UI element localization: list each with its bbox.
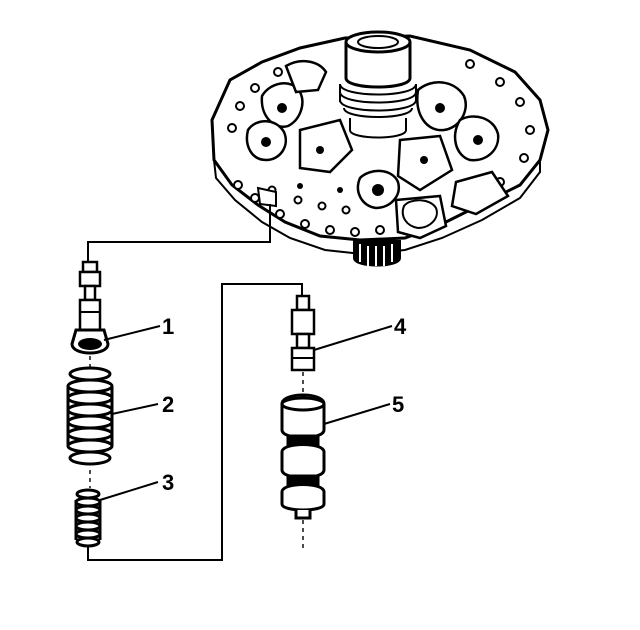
lead-lines	[87, 204, 303, 561]
callout-1: 1	[162, 314, 174, 339]
part-1-valve	[70, 260, 110, 355]
part-2-spring	[66, 366, 114, 466]
flange-holes	[227, 59, 535, 237]
callout-leaders	[99, 325, 393, 501]
left-bracket-line	[87, 204, 271, 262]
callout-2: 2	[162, 392, 174, 417]
part-5-valve	[280, 393, 326, 520]
callout-3: 3	[162, 470, 174, 495]
pump-drive-hub	[353, 240, 401, 267]
callout-5: 5	[392, 392, 404, 417]
pump-assembly	[210, 30, 550, 267]
part-4-plug	[290, 294, 316, 372]
leader-2	[111, 403, 159, 415]
pump-ports	[261, 103, 483, 209]
leader-5	[323, 403, 391, 425]
bottom-bracket-line	[87, 283, 303, 561]
leader-4	[313, 325, 393, 351]
valve-bore-tab	[256, 186, 277, 208]
leader-1	[103, 325, 161, 341]
leader-3	[99, 481, 159, 501]
part-3-spring	[74, 488, 102, 548]
callout-4: 4	[394, 314, 407, 339]
stator-shaft	[339, 30, 417, 139]
